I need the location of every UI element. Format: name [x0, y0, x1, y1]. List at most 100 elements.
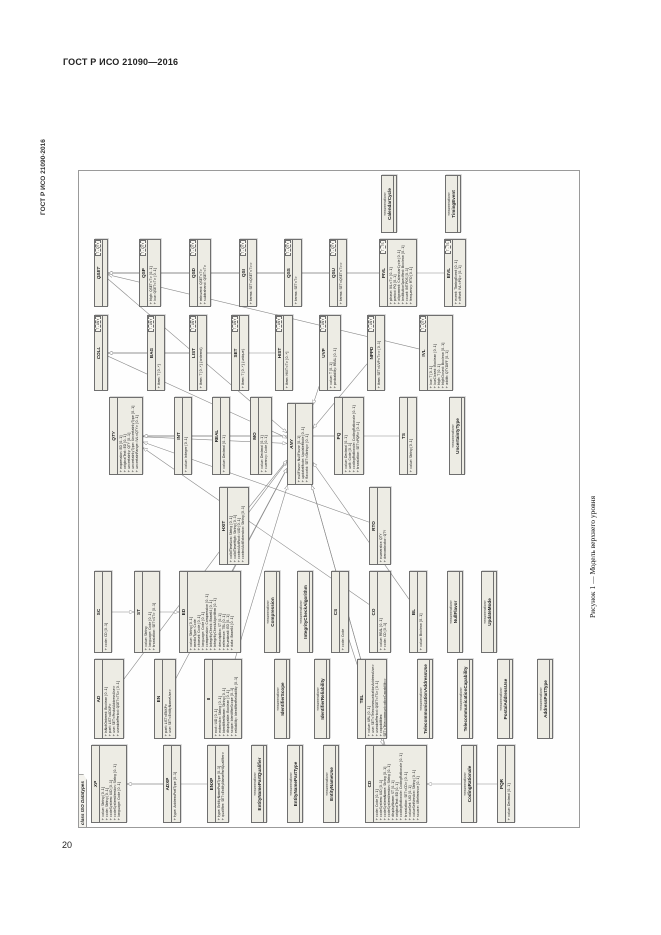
uml-class-NF: «enumeration»NullFlavor: [447, 571, 463, 653]
uml-class-BL: BL+ value: Boolean [0..1]: [409, 571, 427, 653]
class-attributes: + root: UID [0..1]+ extension: String [0…: [213, 676, 239, 737]
class-header: XP: [92, 746, 100, 822]
class-header: REAL: [213, 398, 221, 474]
class-name: XP: [93, 780, 98, 788]
uml-class-RTO: RTO+ numerator: QTY+ denominator: QTY: [369, 487, 391, 565]
class-name: TimingEvent: [451, 190, 457, 218]
class-attributes: + value: REAL [0..1]+ code: CD [0..1]: [378, 618, 387, 651]
class-name: EntityNameUse: [329, 767, 335, 801]
uml-class-CD: CD+ code: Code [0..1]+ codeSystem: UID […: [365, 745, 427, 823]
class-name: ANY: [289, 439, 294, 449]
uml-class-SC: SC+ code: CD [0..1]: [94, 571, 112, 653]
uml-class-UM: «enumeration»UpdateMode: [481, 571, 497, 653]
uml-class-ENU: «enumeration»EntityNameUse: [323, 745, 339, 823]
class-name: EntityNamePartType: [293, 761, 299, 807]
class-header: PQR: [498, 746, 506, 822]
uml-class-ED: ED+ value: String [0..1]+ mediaType: Cod…: [179, 571, 241, 653]
page-header-title: ГОСТ Р ИСО 21090—2016: [63, 57, 179, 67]
class-name: IdentifierReliability: [320, 678, 326, 720]
template-param-tab: T - QTY: [285, 240, 292, 257]
class-name: NullFlavor: [453, 600, 459, 624]
class-header: «enumeration»EntityNamePartQualifier: [252, 746, 265, 822]
class-header: CO: [370, 572, 378, 652]
class-name: CodingRationale: [467, 765, 473, 803]
class-name: TelecommunicationCapability: [463, 666, 469, 732]
class-attributes: + value: Decimal [0..1]+ currency: Code …: [259, 435, 268, 473]
template-param-tab: T - ANY: [320, 316, 327, 333]
class-name: ADXP: [165, 777, 170, 791]
class-header: «enumeration»CalendarCycle: [382, 176, 395, 232]
template-param-tab: T - QTY: [190, 240, 197, 257]
class-attributes: + high: QSET<T> [0..1]+ low: QSET<T> [0.…: [148, 266, 157, 305]
class-attributes: + terms: SET<QSET<T>>: [338, 262, 343, 305]
class-attributes: + validTimeLow: String [0..1]+ validTime…: [228, 505, 245, 563]
class-attributes: + code: Code [0..1]+ codeSystem: UID [0.…: [374, 753, 421, 821]
class-name: MO: [252, 432, 257, 440]
class-name: INT: [176, 432, 181, 440]
generalization-link-HXIT-ANY: [248, 460, 287, 508]
template-param-tab: T - TS: [380, 240, 387, 254]
uml-class-ICA: «enumeration»IntegrityCheckAlgorithm: [297, 571, 313, 653]
uml-class-TEL: TEL+ value: URL [0..1]+ use: SET<Telecom…: [357, 659, 387, 739]
class-header: «enumeration»AddressPartType: [538, 660, 551, 738]
uml-class-REAL: REAL+ value: Decimal [0..1]: [212, 397, 230, 475]
sidebar-vertical-title: ГОСТ Р ИСО 21090-2016: [40, 139, 47, 215]
class-attributes: + type: AddressPartType [0..1]: [172, 771, 177, 821]
uml-class-APT: «enumeration»AddressPartType: [537, 659, 553, 739]
class-attributes: + value: Decimal [0..1]: [221, 435, 226, 473]
class-name: ST: [136, 609, 141, 615]
uml-class-EN: EN+ part: LIST<ENXP>+ use: SET<EntityNam…: [154, 659, 176, 739]
class-name: BL: [411, 608, 416, 616]
template-param-tab: T - QTY: [330, 240, 337, 257]
class-attributes: + numerator: QTY+ denominator: QTY: [378, 529, 387, 563]
class-attributes: + type: EntityNamePartType [0..1]+ quali…: [216, 751, 225, 821]
uml-class-CC: «enumeration»CalendarCycle: [381, 175, 397, 233]
uml-class-AD: AD+ isNotOrdered: Boolean [0..1]+ part: …: [94, 659, 124, 739]
generalization-link-II-ANY: [234, 485, 288, 660]
uml-class-ANY: ANY+ nullFlavor: NullFlavor [0..1]+ upda…: [287, 403, 313, 485]
class-header: RTO: [370, 488, 378, 564]
class-attributes: + value: Decimal [0..1]: [506, 783, 511, 821]
uml-class-QTY: QTY+ expression: ED [0..1]+ originalText…: [109, 397, 143, 475]
template-param-tab: T - QTY: [140, 240, 147, 257]
class-attributes: + item: HXIT<T> [0..*]: [284, 351, 289, 389]
class-attributes: + item: T [0..*]: [156, 364, 161, 389]
class-attributes: + minuend: QSET<T>+ subtrahend: QSET<T>: [198, 264, 207, 305]
class-header: PQ: [335, 398, 343, 474]
class-header: «enumeration»TelecommunicationCapability: [458, 660, 471, 738]
class-header: «enumeration»PostalAddressUse: [498, 660, 511, 738]
class-header: «enumeration»UpdateMode: [482, 572, 495, 652]
class-attributes: + expression: ED [0..1]+ originalText: E…: [118, 405, 140, 473]
class-name: UncertaintyType: [455, 418, 461, 454]
class-header: II: [205, 660, 213, 738]
class-header: «enumeration»TimingEvent: [446, 176, 459, 232]
class-attributes: + value: String+ language: Code [0..1]+ …: [143, 602, 156, 651]
class-attributes: + value: Decimal [0..1]+ unit: Code [0..…: [343, 405, 360, 473]
class-name: IntegrityCheckAlgorithm: [303, 585, 309, 639]
uml-class-ADXP: ADXP+ type: AddressPartType [0..1]: [163, 745, 181, 823]
class-attributes: + item: SET<UVP<T>> [0..1]: [376, 340, 381, 389]
class-header: HXIT: [220, 488, 228, 564]
class-header: ANY: [288, 404, 296, 484]
uml-class-TS: TS+ value: String [0..1]: [399, 397, 417, 475]
class-name: PostalAddressUse: [503, 678, 509, 720]
class-header: MO: [251, 398, 259, 474]
class-attributes: + low: T [0..1]+ lowClosed: Boolean [0..…: [428, 342, 450, 389]
class-header: «enumeration»NullFlavor: [448, 572, 461, 652]
class-name: Compression: [270, 597, 276, 627]
template-param-tab: T - ANY: [232, 316, 239, 333]
uml-class-TAU: «enumeration»TelecommunicationAddressUse: [417, 659, 433, 739]
class-name: SC: [96, 608, 101, 616]
class-name: UpdateMode: [487, 598, 493, 626]
class-header: CD: [366, 746, 374, 822]
class-header: «enumeration»EntityNameUse: [324, 746, 337, 822]
uml-class-TCAP: «enumeration»TelecommunicationCapability: [457, 659, 473, 739]
